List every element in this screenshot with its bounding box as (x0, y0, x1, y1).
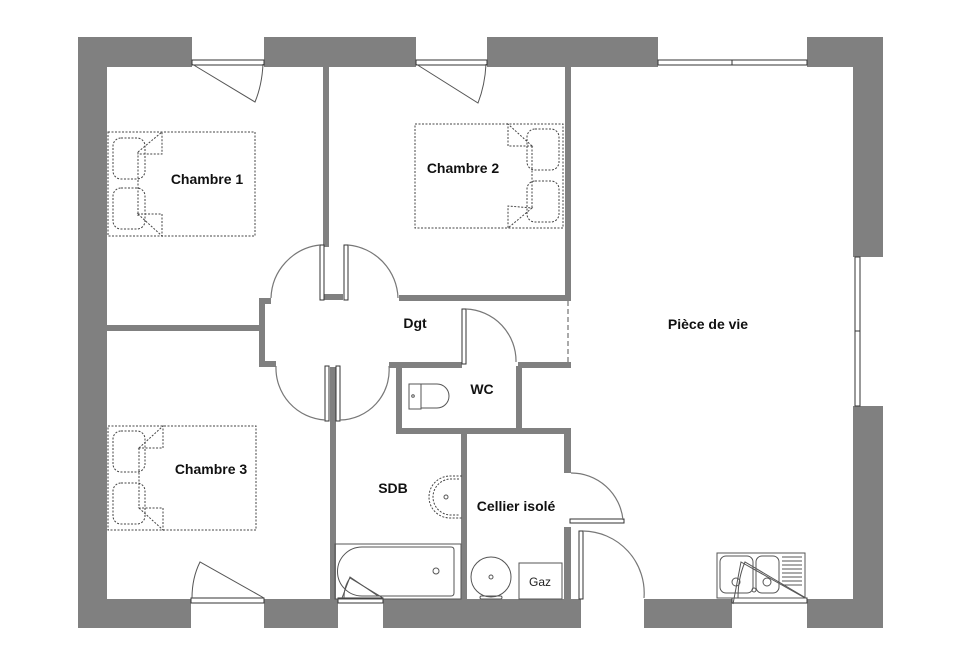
room-label-cellier: Cellier isolé (476, 498, 556, 514)
bed-chambre-2 (414, 122, 564, 230)
room-label-piece-de-vie: Pièce de vie (667, 316, 749, 332)
toilet-icon (408, 383, 450, 410)
window-swings (191, 63, 807, 599)
gas-label: Gaz (528, 575, 552, 589)
bathtub-icon (334, 543, 462, 600)
room-label-wc: WC (470, 381, 494, 397)
bed-chambre-3 (107, 424, 257, 532)
kitchen-sink-icon (716, 552, 806, 605)
doors (270, 244, 645, 600)
water-heater-icon (470, 556, 512, 600)
room-label-chambre-2: Chambre 2 (426, 160, 500, 176)
room-label-chambre-1: Chambre 1 (170, 171, 244, 187)
room-label-dgt: Dgt (403, 315, 427, 331)
bed-chambre-1 (107, 130, 256, 238)
interior-walls (107, 67, 571, 599)
washbasin-icon (428, 475, 462, 519)
room-label-sdb: SDB (378, 480, 408, 496)
windows (190, 59, 861, 604)
exterior-walls (78, 37, 883, 628)
gas-meter-box (518, 562, 563, 600)
room-label-chambre-3: Chambre 3 (174, 461, 248, 477)
